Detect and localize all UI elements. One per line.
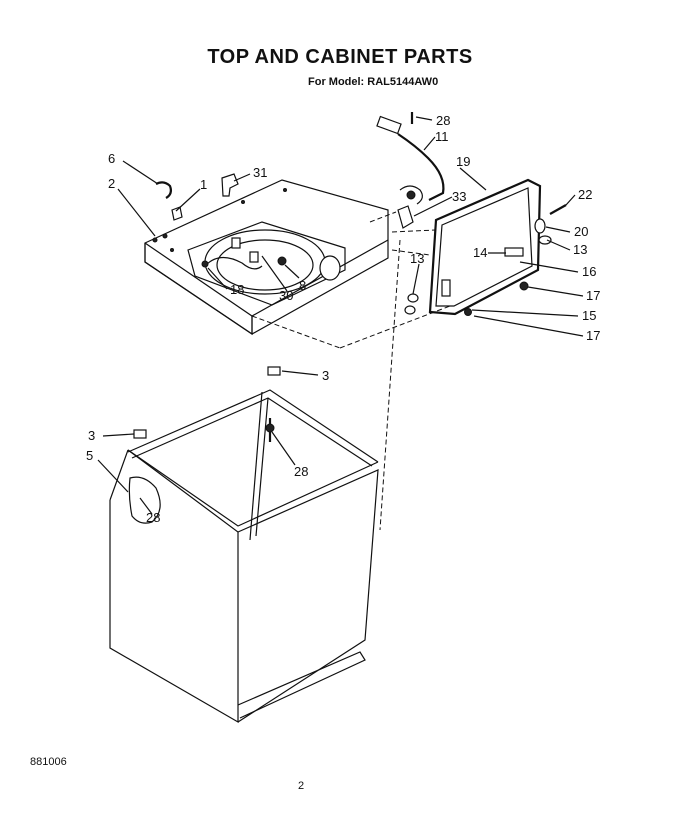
callout-8: 8 xyxy=(299,278,306,293)
callout-15: 15 xyxy=(582,308,596,323)
callout-1: 1 xyxy=(200,177,207,192)
assembly-guide-lines xyxy=(251,211,451,531)
callout-18: 18 xyxy=(230,282,244,297)
callout-5: 5 xyxy=(86,448,93,463)
callout-17: 17 xyxy=(586,288,600,303)
callout-3: 3 xyxy=(88,428,95,443)
callout-33: 33 xyxy=(452,189,466,204)
callout-19: 19 xyxy=(456,154,470,169)
callout-6: 6 xyxy=(108,151,115,166)
lid-switch-harness xyxy=(155,112,445,229)
callout-13: 13 xyxy=(573,242,587,257)
page-title: TOP AND CABINET PARTS xyxy=(207,46,473,68)
page-number: 2 xyxy=(298,780,305,792)
callout-30: 30 xyxy=(279,288,293,303)
callout-20: 20 xyxy=(574,224,588,239)
lid-assembly xyxy=(404,178,567,316)
callout-28: 28 xyxy=(294,464,308,479)
top-panel xyxy=(144,179,389,336)
leader-lines xyxy=(97,116,584,515)
callout-13: 13 xyxy=(410,251,424,266)
model-subtitle: For Model: RAL5144AW0 xyxy=(308,76,439,88)
callout-16: 16 xyxy=(582,264,596,279)
callout-3: 3 xyxy=(322,368,329,383)
callout-28: 28 xyxy=(436,113,450,128)
cabinet xyxy=(109,366,379,724)
diagram-code: 881006 xyxy=(30,756,67,768)
callout-28: 28 xyxy=(146,510,160,525)
callout-22: 22 xyxy=(578,187,592,202)
callout-17: 17 xyxy=(586,328,600,343)
callout-14: 14 xyxy=(473,245,487,260)
callout-labels: 28 11 19 22 33 6 31 1 2 20 13 14 13 16 1… xyxy=(86,113,600,525)
callout-2: 2 xyxy=(108,176,115,191)
callout-31: 31 xyxy=(253,165,267,180)
callout-11: 11 xyxy=(435,129,449,144)
